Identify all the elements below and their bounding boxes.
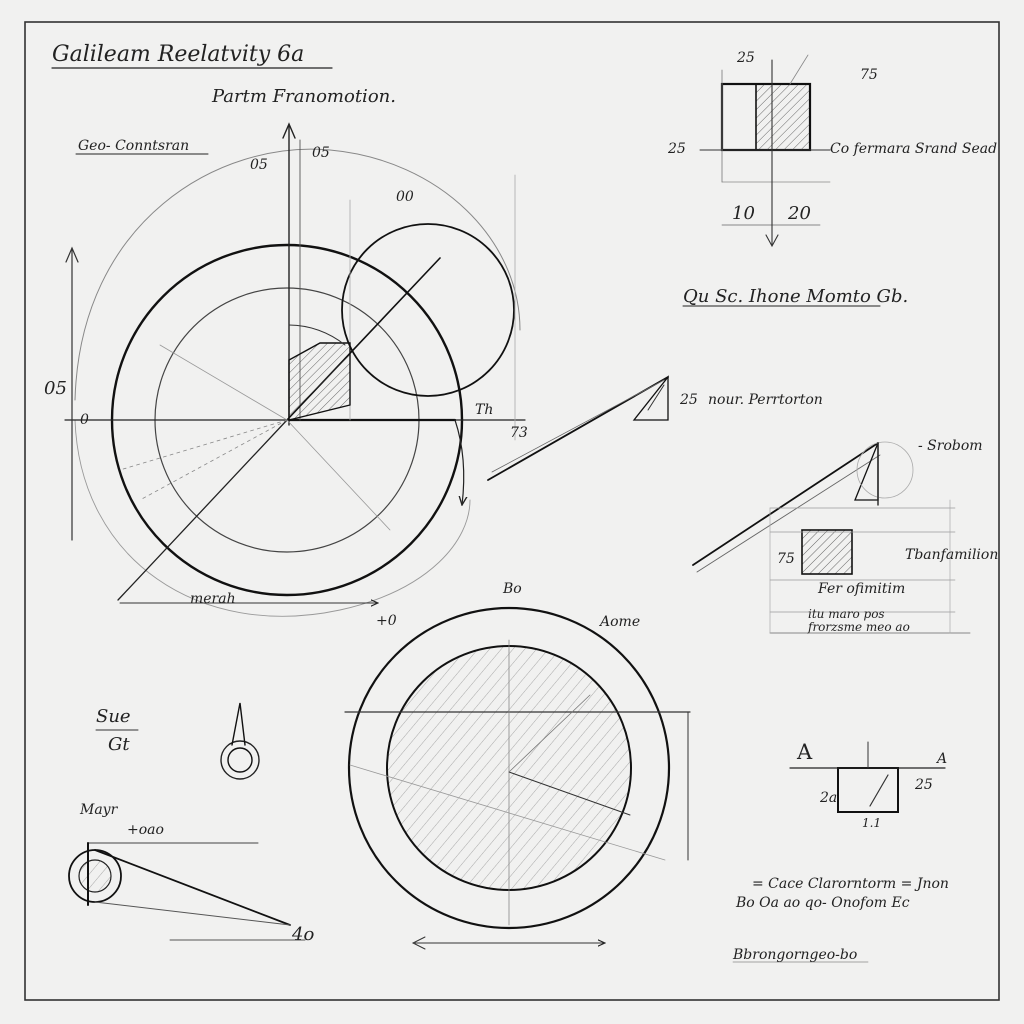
small-circle-stem <box>231 702 246 746</box>
num-right-box-val2: 1.1 <box>862 816 882 830</box>
secondary-circle <box>341 223 515 397</box>
angle-arc <box>288 324 346 346</box>
label-shobon: - Srobom <box>918 438 983 454</box>
num-box-top-left: 25 <box>737 50 755 66</box>
mid-diagonal-construction <box>487 375 669 481</box>
cone-upper-line <box>94 849 291 926</box>
right-hatched-box <box>801 529 853 575</box>
radial-line-faint-3 <box>119 419 288 471</box>
num-right-axis: 73 <box>510 425 528 441</box>
bottom-left-cone <box>68 842 306 941</box>
outer-faint-arc <box>74 148 521 401</box>
radial-line-faint-2 <box>286 419 391 531</box>
right-diagonal-construction <box>692 441 971 634</box>
label-footer: Bbrongorngeo-bo <box>733 947 858 963</box>
bottom-radius-line <box>508 771 631 816</box>
label-note-line-2: frorzsme meo ao <box>808 620 910 634</box>
num-bottom-left-val: 4o <box>292 924 315 945</box>
diagram-title: Galileam Reelatvity 6a <box>52 42 305 67</box>
num-right-axis2: Th <box>475 402 494 418</box>
right-diagonal-line <box>692 442 879 566</box>
label-left-cone-note: +oao <box>127 822 164 838</box>
num-box-top-right: 75 <box>860 67 878 83</box>
mid-triangle <box>632 375 669 421</box>
label-conformal-band: Co fermara Srand Sead <box>830 141 998 157</box>
label-quasi-motion: Qu Sc. Ihone Momto Gb. <box>683 286 909 307</box>
num-main-top2: 05 <box>312 145 330 161</box>
num-box-bottom-right: 20 <box>788 203 811 224</box>
radial-line-faint-4 <box>139 419 288 501</box>
small-circle-outer <box>220 740 260 780</box>
right-diagonal-line-2 <box>696 454 881 573</box>
num-right-box-val: 25 <box>915 777 933 793</box>
left-axis-arrowhead <box>65 246 79 263</box>
label-a2: A <box>937 751 948 767</box>
label-transformation: Tbanfamilion <box>905 547 999 563</box>
bottom-right-box <box>789 741 946 813</box>
label-small-left-top: Sue <box>96 706 131 727</box>
sheet-border <box>24 21 1000 1001</box>
top-right-box-construction <box>699 54 831 248</box>
br-box <box>837 767 899 813</box>
mid-inner-line <box>647 384 665 411</box>
cone-circle-inner <box>78 859 112 893</box>
num-box-bottom-left: 10 <box>732 203 755 224</box>
vertical-axis-arrowhead <box>282 122 296 139</box>
num-main-top: 05 <box>250 157 268 173</box>
right-arc-arrow <box>454 419 464 505</box>
bottom-dimension-arrow-left <box>411 936 426 950</box>
num-left-axis: 05 <box>44 378 67 399</box>
main-circle-construction <box>64 122 526 617</box>
label-bottom-circle-top: Bo <box>503 581 522 597</box>
mid-diagonal-line-2 <box>491 379 665 473</box>
label-motion: merah <box>190 591 236 607</box>
small-circle-inner <box>227 747 253 773</box>
br-box-diag <box>869 774 889 807</box>
label-a: A <box>797 740 813 764</box>
bottom-circle-construction <box>344 606 691 950</box>
hatched-wedge <box>288 342 351 421</box>
label-note-line-1: itu maro pos <box>808 607 885 621</box>
label-for-construction: Fer ofimitim <box>818 581 906 597</box>
cone-lower-line <box>94 901 291 926</box>
num-mid-val: 25 <box>680 392 698 408</box>
bottom-outer-circle <box>347 606 671 930</box>
num-small-circle: 00 <box>396 189 414 205</box>
num-mid-val2: 75 <box>777 551 795 567</box>
radial-line-ll <box>117 419 288 601</box>
label-bottom-circle-note: Aome <box>600 614 641 630</box>
label-caption-line-1: = Cace Clarorntorm = Jnon <box>752 876 949 892</box>
small-left-construction <box>95 702 260 780</box>
radial-line-faint-1 <box>159 344 288 421</box>
num-left-zero: 0 <box>80 412 89 428</box>
label-caption-line-2: Bo Oa ao qo- Onofom Ec <box>736 895 910 911</box>
right-small-circle <box>856 441 914 499</box>
top-box-hatched <box>755 83 811 151</box>
num-br-val: 2a <box>820 790 838 806</box>
diagram-subtitle: Partm Franomotion. <box>212 86 396 107</box>
top-box-down-arrowhead <box>765 234 779 248</box>
num-lower-val: +0 <box>376 613 397 629</box>
label-geo-construction: Geo- Conntsran <box>78 138 190 154</box>
bottom-diag <box>349 764 666 861</box>
num-box-left: 25 <box>668 141 686 157</box>
bottom-radius-line-2 <box>508 694 591 773</box>
outer-faint-arc-lower <box>74 419 471 617</box>
top-box-diagonal <box>789 54 809 85</box>
label-prom-perturbation: nour. Perrtorton <box>708 392 823 408</box>
label-small-left-bottom: Gt <box>108 734 130 755</box>
label-left-cone: Mayr <box>80 802 118 818</box>
